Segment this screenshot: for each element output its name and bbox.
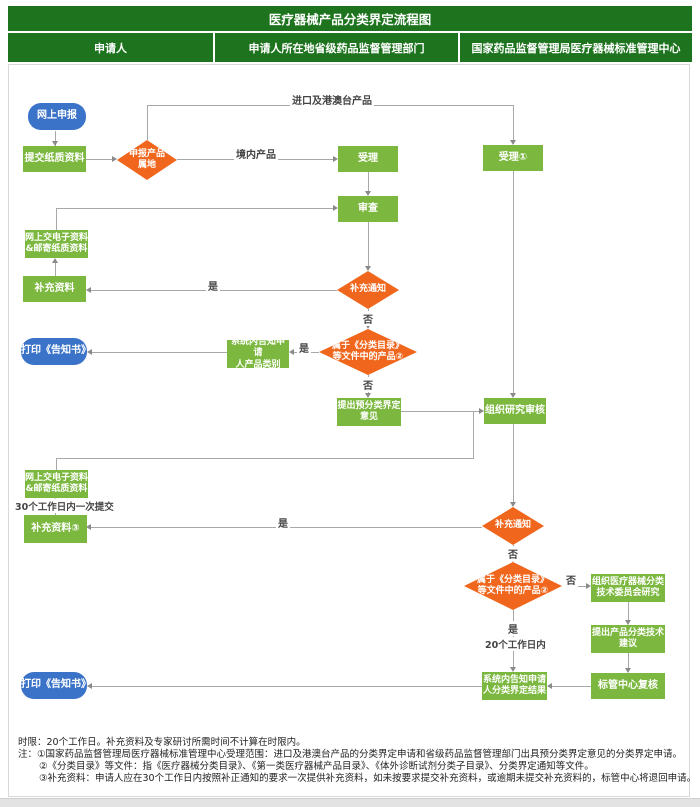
arrowhead — [510, 393, 516, 398]
node-online-declare: 网上申报 — [28, 103, 86, 130]
arrowhead — [547, 683, 552, 689]
node-submit-electronic-2: 网上交电子资料 &邮寄纸质资料 — [25, 470, 88, 498]
flow-line — [56, 458, 57, 470]
arrowhead — [365, 191, 371, 196]
flow-line — [513, 424, 514, 504]
edge-label-yes: 是 — [297, 340, 311, 355]
edge-label-submit-once-30-days: 30个工作日内一次提交 — [13, 499, 116, 513]
flow-line — [56, 208, 57, 230]
arrowhead — [625, 668, 631, 673]
arrowhead — [87, 349, 92, 355]
note-1: 注：①国家药品监督管理局医疗器械标准管理中心受理范围：进口及港澳台产品的分类界定… — [18, 749, 683, 760]
node-supplement-material-2: 补充资料③ — [24, 515, 87, 543]
arrowhead — [586, 583, 591, 589]
node-submit-paper: 提交纸质资料 — [23, 146, 86, 172]
flow-line — [473, 412, 474, 458]
node-organize-research-review: 组织研究审核 — [484, 398, 546, 424]
arrowhead — [87, 683, 92, 689]
node-review: 审查 — [338, 196, 398, 222]
arrowhead — [52, 258, 58, 263]
node-notify-category: 系统内告知申请 人产品类别 — [227, 337, 289, 370]
arrowhead — [479, 408, 484, 414]
flow-line — [550, 686, 591, 687]
note-time-limit: 时限：20个工作日。补充资料及专家研讨所需时间不计算在时限内。 — [18, 737, 306, 748]
arrowhead — [365, 393, 371, 398]
column-header-provincial: 申请人所在地省级药品监督管理部门 — [215, 33, 458, 62]
column-header-national-center: 国家药品监督管理局医疗器械标准管理中心 — [460, 33, 692, 62]
node-print-notice-1: 打印《告知书》 — [21, 338, 91, 365]
flow-line — [401, 411, 481, 412]
flow-line — [368, 172, 369, 193]
flow-line — [90, 352, 227, 353]
arrowhead — [333, 156, 338, 162]
flow-line — [628, 602, 629, 622]
arrowhead — [289, 349, 294, 355]
arrowhead — [52, 141, 58, 146]
flow-line — [90, 686, 482, 687]
flow-line — [86, 159, 116, 160]
flow-line — [147, 105, 148, 140]
arrowhead — [333, 205, 338, 211]
flow-line — [513, 171, 514, 395]
arrowhead — [86, 524, 91, 530]
arrowhead — [112, 156, 117, 162]
arrowhead — [365, 266, 371, 271]
arrowhead — [625, 620, 631, 625]
flow-line — [55, 261, 56, 276]
node-accept-center: 受理① — [483, 145, 543, 171]
edge-label-within-20-days: 20个工作日内 — [483, 637, 548, 651]
node-supplement-material-1: 补充资料 — [23, 276, 86, 302]
edge-label-domestic: 境内产品 — [234, 146, 278, 161]
edge-label-no: 否 — [506, 546, 520, 561]
arrowhead — [510, 140, 516, 145]
note-3: ③补充资料：申请人应在30个工作日内按照补正通知的要求一次提供补充资料，如未按要… — [39, 773, 697, 784]
edge-label-yes: 是 — [276, 515, 290, 530]
node-notify-result: 系统内告知申请 人分类界定结果 — [482, 672, 547, 700]
flow-line — [56, 458, 474, 459]
flow-line — [56, 208, 335, 209]
flow-area — [8, 64, 690, 797]
arrowhead — [510, 667, 516, 672]
page-title: 医疗器械产品分类界定流程图 — [8, 6, 692, 31]
arrowhead — [510, 502, 516, 507]
flow-line — [513, 105, 514, 142]
node-print-notice-2: 打印《告知书》 — [21, 672, 91, 699]
node-center-recheck: 标管中心复核 — [591, 673, 665, 699]
bottom-strip — [0, 798, 700, 807]
flow-line — [368, 222, 369, 268]
edge-label-no: 否 — [361, 311, 375, 326]
arrowhead — [86, 287, 91, 293]
edge-label-yes: 是 — [506, 621, 520, 636]
flow-line — [55, 131, 56, 146]
node-technical-advice: 提出产品分类技术 建议 — [591, 625, 665, 653]
flow-line — [628, 653, 629, 670]
edge-label-import: 进口及港澳台产品 — [290, 92, 374, 107]
edge-label-no: 否 — [361, 377, 375, 392]
column-header-applicant: 申请人 — [8, 33, 213, 62]
edge-label-yes: 是 — [206, 278, 220, 293]
arrowhead — [365, 324, 371, 329]
node-pre-classification-opinion: 提出预分类界定 意见 — [337, 398, 401, 426]
edge-label-no: 否 — [564, 572, 578, 587]
node-classification-committee: 组织医疗器械分类 技术委员会研究 — [591, 574, 665, 602]
node-accept-provincial: 受理 — [338, 146, 398, 172]
note-2: ②《分类目录》等文件：指《医疗器械分类目录》、《第一类医疗器械产品目录》、《体外… — [39, 761, 594, 772]
node-submit-electronic-1: 网上交电子资料 &邮寄纸质资料 — [25, 230, 88, 258]
